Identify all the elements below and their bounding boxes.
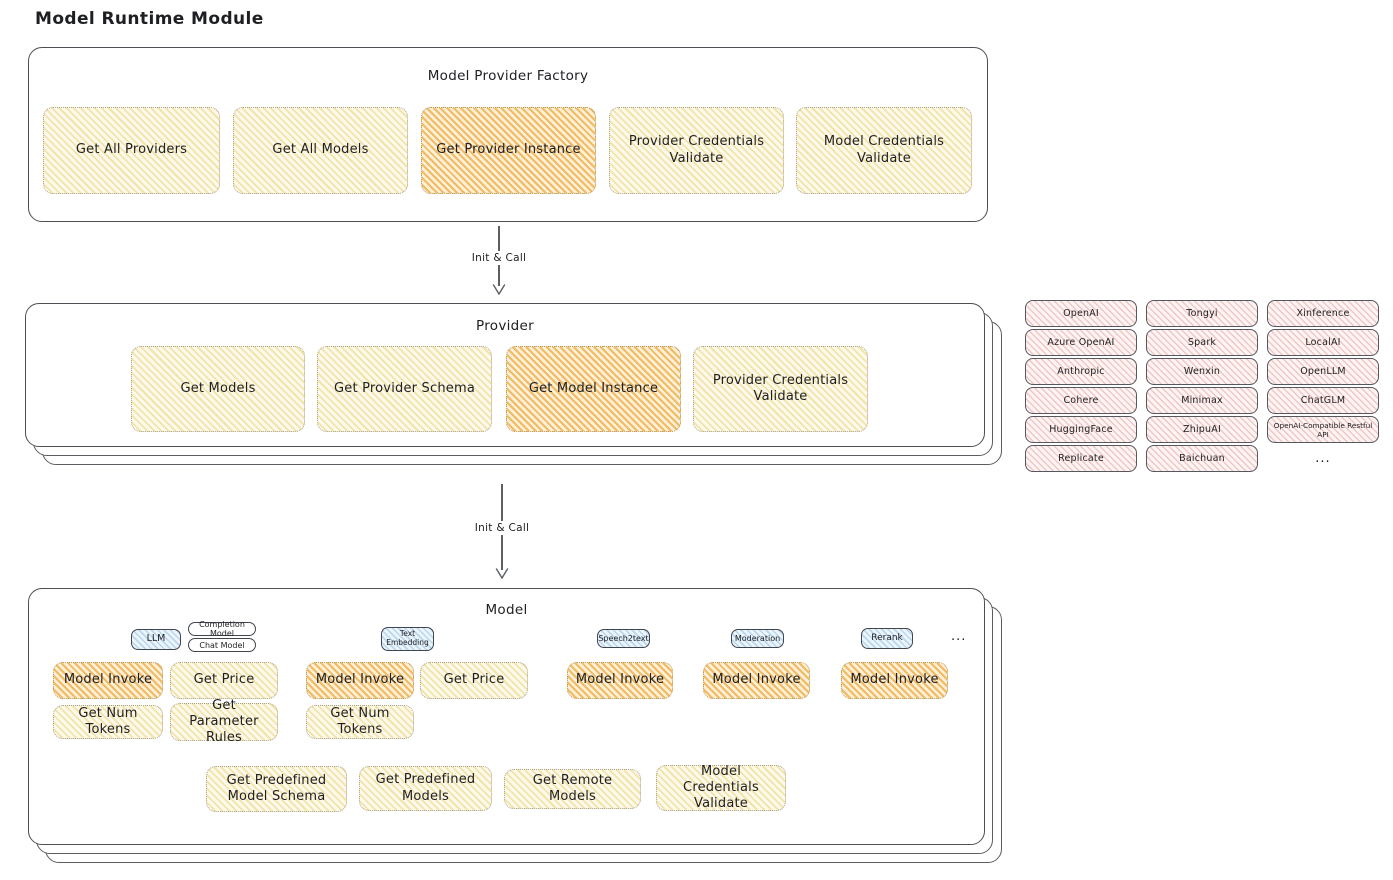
- tabs-more: ...: [951, 629, 967, 644]
- tab-speech2text: Speech2text: [597, 629, 650, 648]
- provider-chip-anthropic: Anthropic: [1025, 358, 1137, 385]
- tab-rerank: Rerank: [861, 628, 913, 649]
- get-provider-instance-box: Get Provider Instance: [421, 107, 596, 194]
- provider-chip-localai: LocalAI: [1267, 329, 1379, 356]
- get-all-providers-box: Get All Providers: [43, 107, 220, 194]
- provider-chip-chatglm: ChatGLM: [1267, 387, 1379, 414]
- model-credentials-validate-box-2: Model Credentials Validate: [656, 764, 786, 811]
- tab-moderation: Moderation: [731, 629, 784, 648]
- tab-chat-model: Chat Model: [188, 638, 256, 652]
- provider-chip-minimax: Minimax: [1146, 387, 1258, 414]
- get-predefined-models-box: Get Predefined Models: [359, 766, 492, 811]
- llm-get-num-tokens-box: Get Num Tokens: [53, 705, 163, 739]
- model-title: Model: [485, 602, 528, 618]
- provider-chip-zhipuai: ZhipuAI: [1146, 416, 1258, 443]
- rerank-model-invoke-box: Model Invoke: [841, 662, 948, 699]
- init-call-label-2: Init & Call: [470, 521, 534, 535]
- model-credentials-validate-box: Model Credentials Validate: [796, 107, 972, 194]
- provider-chip-spark: Spark: [1146, 329, 1258, 356]
- page-title: Model Runtime Module: [35, 9, 264, 29]
- provider-chip-replicate: Replicate: [1025, 445, 1137, 472]
- provider-chip-wenxin: Wenxin: [1146, 358, 1258, 385]
- arrow-down-icon: [495, 568, 509, 579]
- provider-credentials-validate-box: Provider Credentials Validate: [609, 107, 784, 194]
- get-provider-schema-box: Get Provider Schema: [317, 346, 492, 432]
- model-provider-factory-title: Model Provider Factory: [427, 68, 589, 84]
- model-provider-factory-panel: Model Provider Factory Get All Providers…: [28, 47, 988, 222]
- provider-title: Provider: [476, 318, 534, 334]
- embedding-get-price-box: Get Price: [420, 662, 528, 699]
- moderation-model-invoke-box: Model Invoke: [703, 662, 810, 699]
- llm-model-invoke-box: Model Invoke: [53, 662, 163, 699]
- provider-list-grid: OpenAI Tongyi Xinference Azure OpenAI Sp…: [1025, 300, 1379, 472]
- provider-chip-huggingface: HuggingFace: [1025, 416, 1137, 443]
- provider-chip-openai: OpenAI: [1025, 300, 1137, 327]
- tab-text-embedding: Text Embedding: [381, 627, 434, 651]
- tab-completion-model: Completion Model: [188, 620, 256, 638]
- model-panel: Model LLM Completion Model Chat Model Te…: [28, 588, 985, 845]
- provider-chip-openai-compatible: OpenAI-Compatible Restful API: [1267, 416, 1379, 443]
- provider-chip-baichuan: Baichuan: [1146, 445, 1258, 472]
- llm-get-price-box: Get Price: [170, 662, 278, 699]
- arrow-down-icon: [492, 284, 506, 295]
- get-predefined-model-schema-box: Get Predefined Model Schema: [206, 766, 347, 812]
- tab-llm: LLM: [131, 629, 181, 650]
- provider-credentials-validate-box-2: Provider Credentials Validate: [693, 346, 868, 432]
- embedding-model-invoke-box: Model Invoke: [306, 662, 414, 699]
- provider-panel: Provider Get Models Get Provider Schema …: [25, 303, 985, 447]
- provider-chip-azure-openai: Azure OpenAI: [1025, 329, 1137, 356]
- get-models-box: Get Models: [131, 346, 305, 432]
- speech2text-model-invoke-box: Model Invoke: [567, 662, 673, 699]
- get-remote-models-box: Get Remote Models: [504, 769, 641, 809]
- provider-chip-more: ...: [1315, 451, 1331, 466]
- get-all-models-box: Get All Models: [233, 107, 408, 194]
- llm-get-parameter-rules-box: Get Parameter Rules: [170, 698, 278, 745]
- provider-chip-xinference: Xinference: [1267, 300, 1379, 327]
- provider-chip-tongyi: Tongyi: [1146, 300, 1258, 327]
- init-call-label-1: Init & Call: [467, 251, 531, 265]
- embedding-get-num-tokens-box: Get Num Tokens: [306, 705, 414, 739]
- provider-chip-openllm: OpenLLM: [1267, 358, 1379, 385]
- get-model-instance-box: Get Model Instance: [506, 346, 681, 432]
- provider-chip-cohere: Cohere: [1025, 387, 1137, 414]
